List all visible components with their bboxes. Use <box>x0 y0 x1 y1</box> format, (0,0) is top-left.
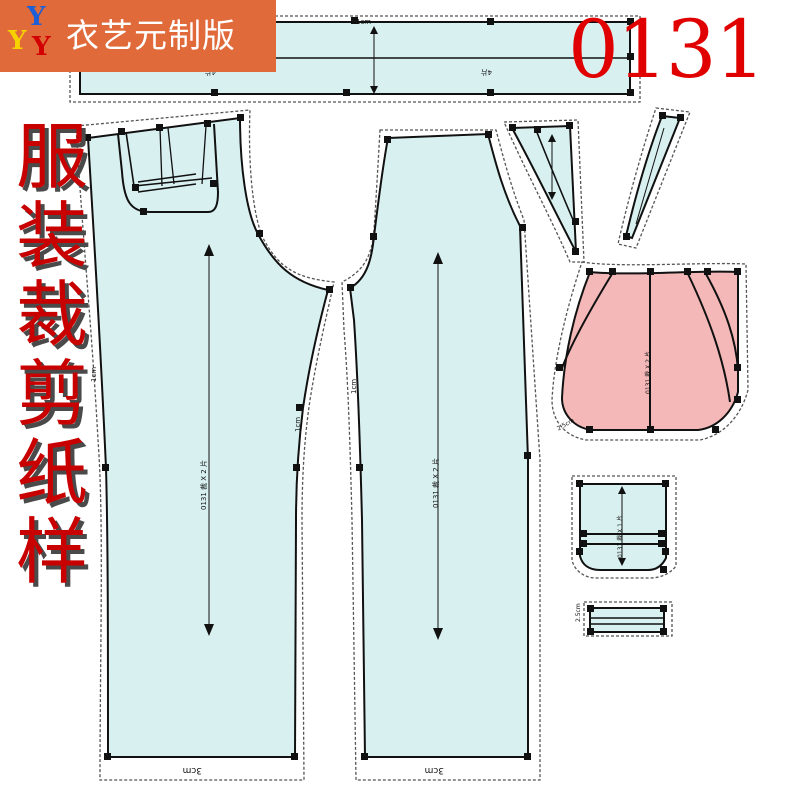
fly-strip-body <box>624 114 682 240</box>
fly-strip-piece[interactable] <box>617 107 691 249</box>
back-pocket-body <box>579 483 667 571</box>
fly-facing-seam-allowance <box>503 119 585 263</box>
back-leg-cut-note: 0131 裁 X 2 片 <box>431 458 440 508</box>
pocket-bag-seam-allowance <box>551 261 749 441</box>
front-leg-hem-label: 3cm <box>183 765 202 775</box>
logo-letter-top: Y <box>27 2 46 32</box>
belt-loop-body <box>589 607 665 633</box>
pocket-bag-cut-note: 0131 裁 X 2 片 <box>644 351 652 394</box>
svg-text:1cm: 1cm <box>294 417 302 432</box>
belt-loop-seam-allowance <box>583 601 673 637</box>
title-char-3: 裁 <box>15 273 88 357</box>
belt-loop-label: 2.5cm <box>575 603 582 622</box>
svg-text:4片: 4片 <box>481 68 492 77</box>
title-char-5: 纸 <box>15 431 88 515</box>
back-pocket-cut-note: 0131 裁 X 1 片 <box>616 515 624 558</box>
back-leg-panel[interactable]: 0131 裁 X 2 片 3cm 1cm <box>341 129 541 781</box>
fly-facing-piece[interactable] <box>503 119 585 263</box>
front-leg-panel[interactable]: 0131 裁 X 2 片 3cm 1cm 1cm <box>75 109 335 781</box>
pocket-bag-piece[interactable]: 0131 裁 X 2 片 2.5cm <box>551 261 749 441</box>
waistband-seam-allowance <box>69 15 641 103</box>
back-leg-hem-label: 3cm <box>425 765 444 775</box>
front-leg-body <box>86 116 330 758</box>
waistband-label: 1cm <box>356 18 371 26</box>
title-char-1: 服 <box>15 115 88 199</box>
fly-facing-body <box>510 124 577 253</box>
back-leg-seam-allowance <box>341 129 541 781</box>
title-char-6: 样 <box>15 510 88 594</box>
back-pocket-seam-allowance <box>571 475 677 579</box>
pocket-bag-label: 2.5cm <box>556 417 576 432</box>
title-char-2: 装 <box>15 194 88 278</box>
front-pocket-outline <box>117 123 220 213</box>
logo-letter-right: Y <box>32 32 51 62</box>
svg-text:1cm: 1cm <box>350 379 358 394</box>
logo-letter-left: Y <box>8 26 27 56</box>
back-pocket-piece[interactable]: 0131 裁 X 1 片 <box>571 475 677 579</box>
brand-badge: Y Y Y 衣艺元制版 <box>0 0 276 72</box>
title-char-4: 剪 <box>15 352 88 436</box>
vertical-title: 服 装 裁 剪 纸 样 <box>0 118 104 592</box>
svg-text:4片: 4片 <box>205 68 216 77</box>
brand-name: 衣艺元制版 <box>66 16 236 55</box>
fly-strip-seam-allowance <box>617 107 691 249</box>
brand-logo-icon: Y Y Y <box>6 4 66 68</box>
front-leg-side-label: 1cm <box>90 367 98 382</box>
belt-loop-piece[interactable]: 2.5cm <box>575 601 673 637</box>
back-leg-body <box>348 132 529 758</box>
front-leg-cut-note: 0131 裁 X 2 片 <box>199 460 208 510</box>
pattern-code: 0131 <box>568 3 766 96</box>
